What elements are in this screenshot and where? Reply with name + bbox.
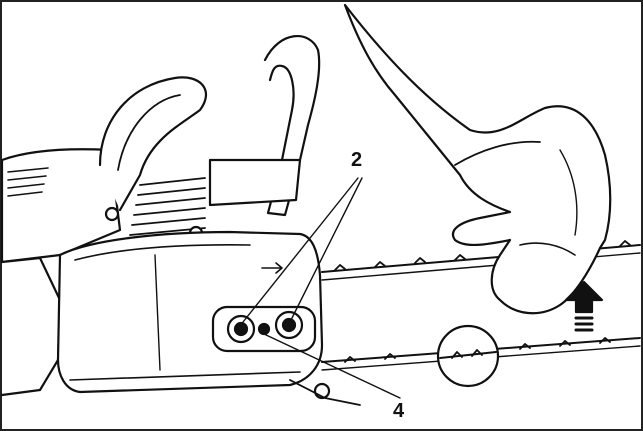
- direction-mark: [261, 262, 283, 274]
- up-arrow-icon: [564, 280, 604, 332]
- cover-bottom-ridge: [69, 371, 301, 381]
- sprocket-cover-rib: [154, 254, 161, 371]
- glove-seam: [559, 149, 578, 236]
- nut-icon: [274, 310, 304, 340]
- chainsaw-illustration: [0, 3, 641, 406]
- leader-line-2-right: [291, 177, 363, 319]
- gloved-hand: [343, 3, 612, 315]
- front-handle-base: [208, 158, 302, 207]
- glove-cuff: [454, 140, 541, 166]
- leader-line-2-left: [242, 177, 359, 323]
- sprocket-cover-edge: [74, 244, 251, 261]
- saw-chain-teeth-bottom: [344, 337, 611, 363]
- glove-finger-line: [519, 242, 576, 256]
- engine-cooling-slots: [7, 167, 49, 197]
- callout-label-4: 4: [393, 400, 405, 422]
- body-screw-top: [104, 206, 120, 222]
- tension-screw-icon: [257, 322, 271, 336]
- rear-handle-inner: [117, 94, 181, 171]
- nut-icon: [226, 314, 256, 344]
- callout-label-2: 2: [351, 149, 363, 171]
- bottom-bracket: [289, 379, 361, 406]
- magnifier-circle: [436, 324, 500, 388]
- leader-line-4: [263, 333, 401, 399]
- rear-handle-arch: [98, 76, 207, 212]
